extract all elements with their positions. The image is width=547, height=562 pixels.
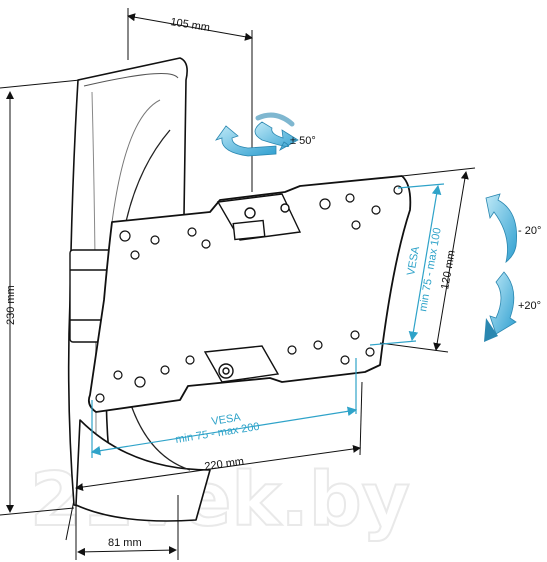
mounting-holes: [95, 185, 403, 403]
dim-81-label: 81 mm: [108, 537, 142, 549]
dim-105-label: 105 mm: [170, 16, 211, 34]
vesa-vertical: [369, 183, 445, 346]
tilt-down-label: +20°: [518, 300, 541, 312]
vesa-vertical-title: VESA: [405, 245, 422, 277]
bottom-bracket: [203, 345, 280, 383]
tilt-up-arrow-icon: [485, 193, 517, 263]
dim-120-label: 120 mm: [439, 249, 458, 290]
vesa-horizontal: [90, 358, 358, 458]
tilt-down-arrow-icon: [484, 271, 517, 342]
dim-230-label: 230 mm: [5, 285, 17, 325]
dim-230: [0, 79, 81, 516]
top-bracket: [216, 193, 302, 241]
dim-220-label: 220 mm: [204, 456, 245, 473]
tilt-up-label: - 20°: [518, 225, 541, 237]
dim-105: [127, 8, 253, 192]
dim-81: [75, 495, 179, 560]
swivel-label: ± 50°: [290, 135, 316, 147]
vesa-vertical-range: min 75 - max 100: [417, 227, 444, 313]
vesa-horizontal-title: VESA: [211, 411, 243, 428]
swivel-arrow-icon: [214, 112, 299, 157]
